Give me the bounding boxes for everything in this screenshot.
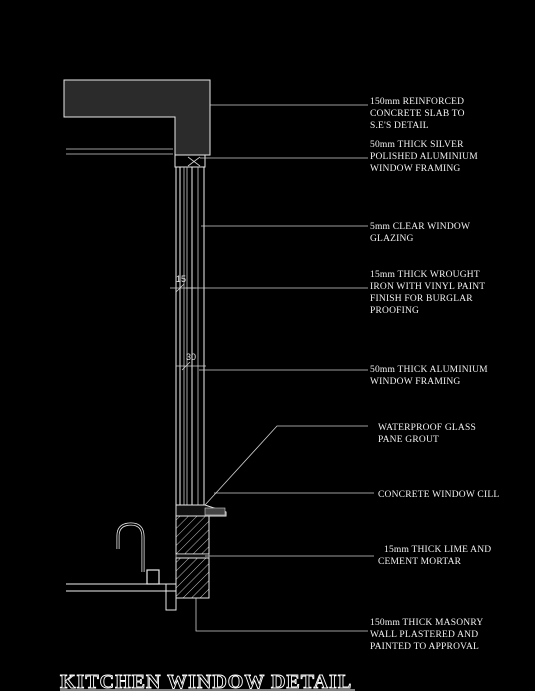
dim-30-label: 30 xyxy=(186,352,196,362)
masonry-wall-lower xyxy=(175,557,210,599)
ceiling-lines xyxy=(66,148,173,155)
note-window-framing-silver: 50mm THICK SILVER POLISHED ALUMINIUM WIN… xyxy=(370,140,480,174)
dimension-30: 30 xyxy=(176,352,206,371)
drawing-title: KITCHEN WINDOW DETAIL xyxy=(60,671,352,691)
note-masonry-wall: 150mm THICK MASONRY WALL PLASTERED AND P… xyxy=(370,618,486,652)
note-mortar: 15mm THICK LIME AND CEMENT MORTAR xyxy=(378,545,494,567)
note-window-cill: CONCRETE WINDOW CILL xyxy=(378,490,499,500)
annotation-notes: 150mm REINFORCED CONCRETE SLAB TO S.E'S … xyxy=(370,97,499,652)
window-vertical-members xyxy=(175,167,205,505)
note-glass-grout: WATERPROOF GLASS PANE GROUT xyxy=(378,423,479,445)
mortar-joint xyxy=(175,553,210,559)
kitchen-countertop xyxy=(66,583,176,592)
wall-plaster xyxy=(165,583,177,611)
concrete-slab xyxy=(63,79,211,156)
window-cill xyxy=(175,504,227,517)
masonry-wall-upper xyxy=(175,515,210,555)
window-head-frame xyxy=(174,154,206,168)
note-glazing: 5mm CLEAR WINDOW GLAZING xyxy=(370,222,473,244)
leader-lines xyxy=(186,104,374,632)
faucet-icon xyxy=(116,522,160,585)
note-aluminium-framing: 50mm THICK ALUMINIUM WINDOW FRAMING xyxy=(370,365,490,387)
note-burglar-proofing: 15mm THICK WROUGHT IRON WITH VINYL PAINT… xyxy=(370,270,488,316)
note-slab: 150mm REINFORCED CONCRETE SLAB TO S.E'S … xyxy=(370,97,467,131)
dim-15-label: 15 xyxy=(176,274,186,284)
